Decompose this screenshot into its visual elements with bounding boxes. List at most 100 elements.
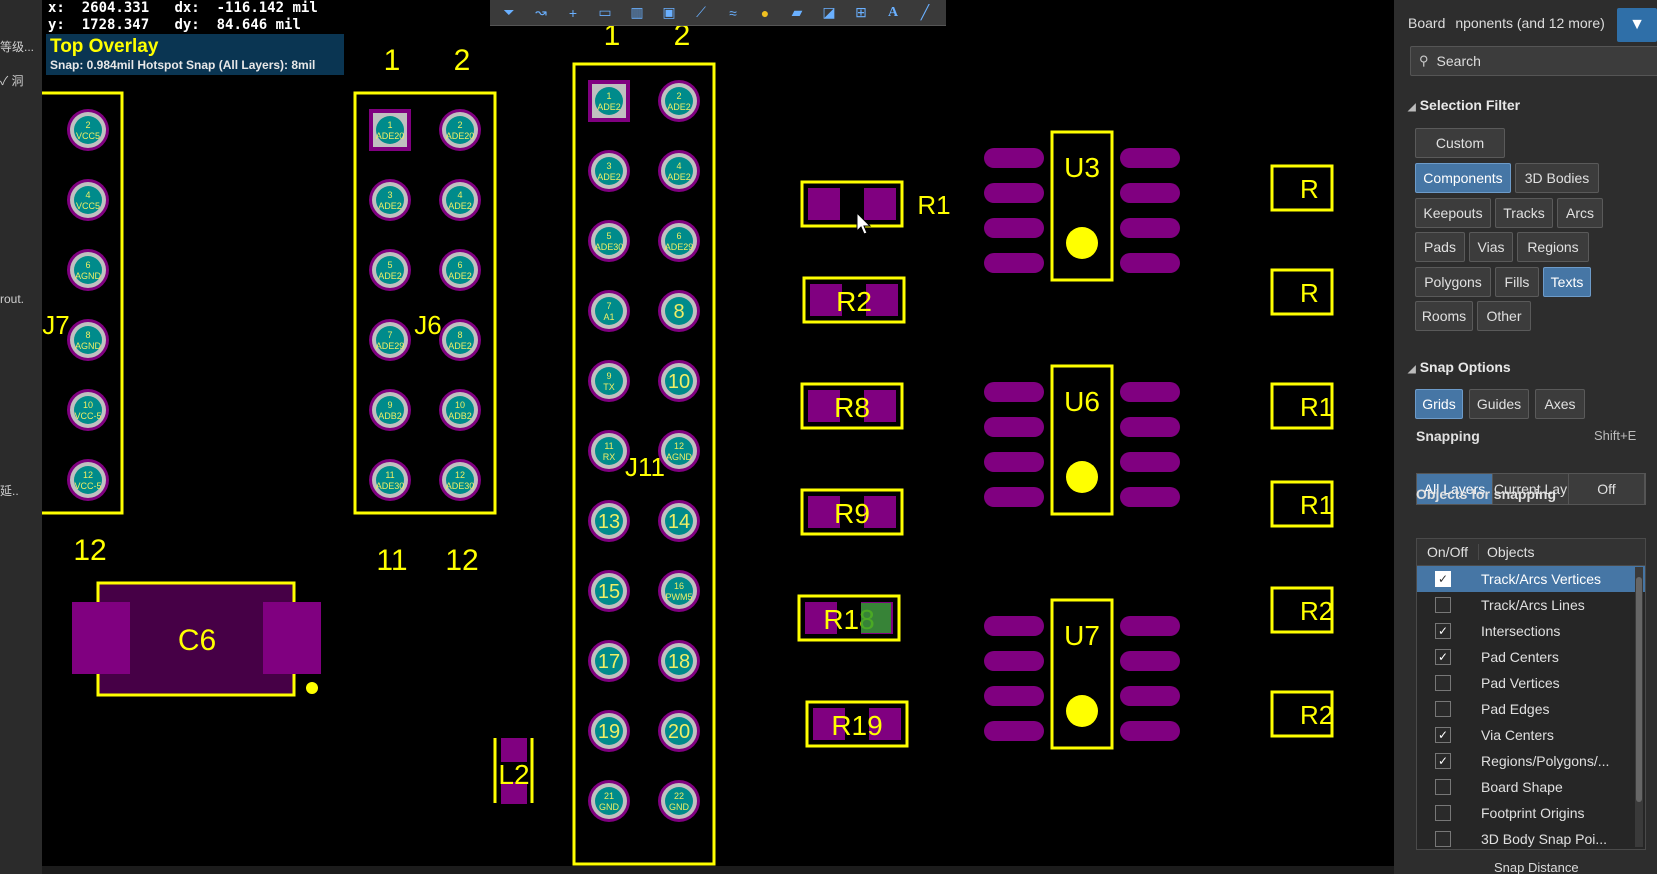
u6-pin-right [1120,382,1180,402]
j7-pad-net: VCC5 [76,201,100,211]
j7-pad-hole [74,256,102,284]
j11-pad-number: 11 [604,441,613,451]
text-icon[interactable]: A [887,4,899,20]
snap-object-name: Pad Vertices [1481,675,1560,691]
u7-pin-left [984,616,1044,636]
component-icon[interactable]: ▣ [662,4,676,20]
horizontal-scrollbar[interactable] [42,866,1394,874]
j6-pin-label-11: 11 [376,544,407,577]
u6-pin1-marker [1066,461,1098,493]
snap-all-layers-button[interactable]: All Layers [1417,474,1493,504]
selection-filter-header[interactable]: ◢Selection Filter [1408,97,1520,113]
checkbox[interactable]: ✓ [1435,753,1451,769]
texts-button[interactable]: Texts [1543,267,1591,297]
dimension-icon[interactable]: ⊞ [855,4,867,20]
polygons-button[interactable]: Polygons [1415,267,1491,297]
r19-outline [805,700,909,748]
r2-outline [802,276,906,324]
checkbox[interactable]: ✓ [1435,649,1451,665]
checkbox[interactable] [1435,597,1451,613]
fills-button[interactable]: Fills [1495,267,1539,297]
cross-icon[interactable]: + [568,4,578,21]
pads-button[interactable]: Pads [1415,232,1465,262]
arcs-button[interactable]: Arcs [1557,198,1603,228]
rooms-button[interactable]: Rooms [1415,301,1473,331]
snap-off-button[interactable]: Off [1569,474,1645,504]
filter-icon[interactable]: ▼ [1617,8,1657,42]
table-row[interactable]: ✓Regions/Polygons/... [1417,748,1645,774]
j11-pad-hole [665,717,693,745]
diff-pair-icon[interactable]: ≈ [729,4,737,21]
filter-icon[interactable]: ⏷ [503,4,515,20]
panel-filter-summary[interactable]: nponents (and 12 more) [1455,15,1605,31]
snapping-mode-segmented[interactable]: All Layers Current Lay Off [1416,473,1646,505]
snap-options-header[interactable]: ◢Snap Options [1408,359,1511,375]
fill-icon[interactable]: ▰ [791,4,803,20]
regions-button[interactable]: Regions [1517,232,1589,262]
r8-designator: R8 [834,392,870,423]
hud-layer-box: Top Overlay Snap: 0.984mil Hotspot Snap … [46,34,344,75]
checkbox[interactable] [1435,779,1451,795]
vias-button[interactable]: Vias [1469,232,1513,262]
j7-pad-number: 6 [85,260,90,270]
objects-column-header[interactable]: Objects [1487,544,1535,560]
u3-pin-left [984,218,1044,238]
components-button[interactable]: Components [1415,163,1511,193]
panel-board-label[interactable]: Board [1408,15,1446,31]
checkbox[interactable]: ✓ [1435,727,1451,743]
on-off-column-header[interactable]: On/Off [1417,544,1479,560]
j7-pad-number: 10 [83,400,93,410]
polygon-icon[interactable]: ◪ [822,4,836,20]
table-row[interactable]: ✓Intersections [1417,618,1645,644]
line-icon[interactable]: ╱ [920,4,930,20]
bar-chart-icon[interactable]: ▥ [630,4,644,20]
checkbox[interactable] [1435,701,1451,717]
r1-pad-1 [808,188,840,220]
checkbox[interactable] [1435,831,1451,847]
checkbox[interactable] [1435,805,1451,821]
j11-pad-net: TX [603,382,615,392]
snap-object-name: Track/Arcs Lines [1481,597,1585,613]
tracks-button[interactable]: Tracks [1495,198,1553,228]
j11-pad-number: 8 [673,301,684,323]
table-scrollbar[interactable] [1635,567,1643,847]
table-row[interactable]: 3D Body Snap Poi... [1417,826,1645,852]
table-row[interactable]: ✓Track/Arcs Vertices [1417,566,1645,592]
snap-current-layer-button[interactable]: Current Lay [1493,474,1569,504]
checkbox[interactable]: ✓ [1435,623,1451,639]
left-strip-checkbox[interactable]: ✓ 洞 [0,72,40,89]
j11-pad-hole [665,577,693,605]
snap-object-name: Footprint Origins [1481,805,1585,821]
grids-button[interactable]: Grids [1415,389,1463,419]
checkbox[interactable] [1435,675,1451,691]
search-input[interactable]: ⚲Search [1410,46,1657,76]
keepouts-button[interactable]: Keepouts [1415,198,1491,228]
interactive-route-icon[interactable]: ⟋ [696,4,706,20]
j6-pad-number: 8 [457,330,462,340]
pcb-board[interactable]: 2VCC54VCC56AGND8AGND10VCC-512VCC-5J71212… [42,0,1394,874]
3d-bodies-button[interactable]: 3D Bodies [1515,163,1599,193]
scrollbar-thumb[interactable] [1636,577,1642,802]
right-resistor-outline [1270,690,1334,738]
other-button[interactable]: Other [1477,301,1531,331]
pcb-canvas[interactable]: 2VCC54VCC56AGND8AGND10VCC-512VCC-5J71212… [42,0,1394,874]
guides-button[interactable]: Guides [1469,389,1529,419]
bulb-icon[interactable]: ● [760,4,770,21]
axes-button[interactable]: Axes [1535,389,1585,419]
table-row[interactable]: Pad Vertices [1417,670,1645,696]
table-row[interactable]: ✓Pad Centers [1417,644,1645,670]
checkbox[interactable]: ✓ [1435,571,1451,587]
table-row[interactable]: Board Shape [1417,774,1645,800]
j11-pad-number: 12 [674,441,684,451]
j6-pad-hole [446,396,474,424]
left-strip-check[interactable]: ✓ [0,74,9,88]
table-row[interactable]: Pad Edges [1417,696,1645,722]
custom-button[interactable]: Custom [1415,128,1505,158]
table-row[interactable]: Footprint Origins [1417,800,1645,826]
table-row[interactable]: ✓Via Centers [1417,722,1645,748]
u7-pin-right [1120,721,1180,741]
r9-outline [800,488,904,536]
table-row[interactable]: Track/Arcs Lines [1417,592,1645,618]
route-icon[interactable]: ↝ [535,4,547,20]
select-rect-icon[interactable]: ▭ [598,4,612,20]
